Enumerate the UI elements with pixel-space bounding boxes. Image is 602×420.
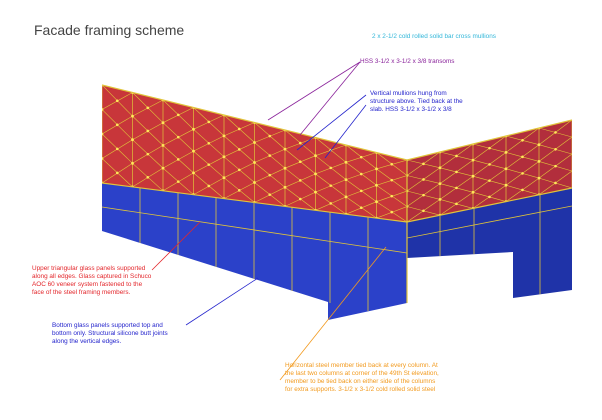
leader-horizontal-member (279, 246, 387, 381)
callout-line: face of the steel framing members. (32, 289, 131, 296)
diagram-title: Facade framing scheme (34, 22, 185, 38)
callout-line: Upper triangular glass panels supported (32, 265, 146, 272)
callout-line: structure above. Tied back at the (370, 98, 463, 105)
leader-upper-panels (151, 221, 201, 271)
callout-line: AOC 60 veneer system fastened to the (32, 281, 143, 288)
callout-line: slab. HSS 3-1/2 x 3-1/2 x 3/8 (370, 106, 452, 113)
triangular-mullion-pattern-right (407, 120, 572, 222)
bottom-panel-grid-left (101, 188, 408, 311)
callout-line: Horizontal steel member tied back at eve… (285, 362, 438, 369)
callout-line: Bottom glass panels supported top and (52, 322, 163, 329)
callout-line: along all edges. Glass captured in Schuc… (32, 273, 152, 280)
leader-vertical-mullions-a (296, 94, 367, 151)
callout-line: 2 x 2-1/2 cold rolled solid bar cross mu… (372, 33, 496, 40)
leader-transoms-a (267, 61, 361, 121)
leader-bottom-panels (185, 277, 259, 326)
callout-leaders (151, 61, 387, 381)
callout-line: member to be tied back on either side of… (285, 378, 436, 385)
callout-transoms: HSS 3-1/2 x 3-1/2 x 3/8 transoms (360, 58, 454, 66)
callout-line: Vertical mullions hung from (370, 90, 447, 97)
callout-line: along the vertical edges. (52, 338, 122, 345)
callout-line: bottom only. Structural silicone butt jo… (52, 330, 168, 337)
callout-cross-mullions: 2 x 2-1/2 cold rolled solid bar cross mu… (372, 33, 496, 41)
callout-horizontal-steel-member: Horizontal steel member tied back at eve… (285, 362, 439, 394)
callout-line: the last two columns at corner of the 49… (285, 370, 439, 377)
callout-line: HSS 3-1/2 x 3-1/2 x 3/8 transoms (360, 58, 455, 65)
callout-line: for extra supports. 3-1/2 x 3-1/2 cold r… (285, 386, 436, 393)
leader-transoms-b (299, 61, 361, 136)
leader-vertical-mullions-b (324, 104, 367, 159)
facade-outline (101, 84, 573, 303)
bottom-panels-right (407, 188, 572, 298)
